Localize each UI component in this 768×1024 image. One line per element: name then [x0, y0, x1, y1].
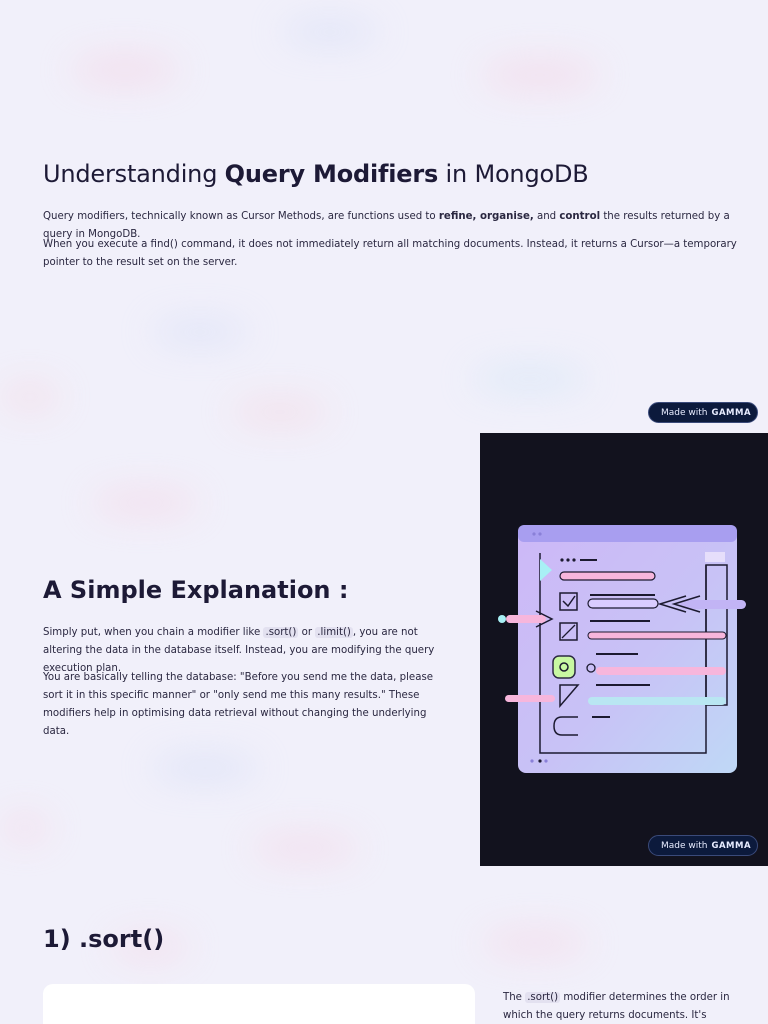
- made-with-gamma-badge[interactable]: Made with GAMMA: [648, 835, 758, 856]
- section-title-simple-explanation: A Simple Explanation :: [43, 576, 349, 604]
- bg-decoration: [480, 930, 590, 956]
- section-title-sort: 1) .sort(): [43, 925, 165, 953]
- document-list-illustration: [498, 525, 746, 773]
- illustration-panel: [480, 433, 768, 866]
- bg-decoration: [0, 815, 50, 841]
- bg-decoration: [250, 835, 360, 861]
- gamma-logo: GAMMA: [711, 840, 752, 851]
- intro-paragraph: Query modifiers, technically known as Cu…: [43, 211, 730, 240]
- page-title: Understanding Query Modifiers in MongoDB: [43, 160, 589, 188]
- code-example-card: [43, 984, 475, 1024]
- sort-description-paragraph: The .sort() modifier determines the orde…: [503, 992, 730, 1021]
- bg-decoration: [150, 755, 260, 781]
- database-paragraph: You are basically telling the database: …: [43, 672, 434, 737]
- made-with-gamma-badge[interactable]: Made with GAMMA: [648, 402, 758, 423]
- gamma-logo: GAMMA: [711, 407, 752, 418]
- explanation-paragraph: Simply put, when you chain a modifier li…: [43, 627, 435, 674]
- bg-decoration: [90, 490, 200, 516]
- cursor-paragraph: When you execute a find() command, it do…: [43, 239, 737, 268]
- card-query-modifiers: Understanding Query Modifiers in MongoDB…: [0, 0, 768, 432]
